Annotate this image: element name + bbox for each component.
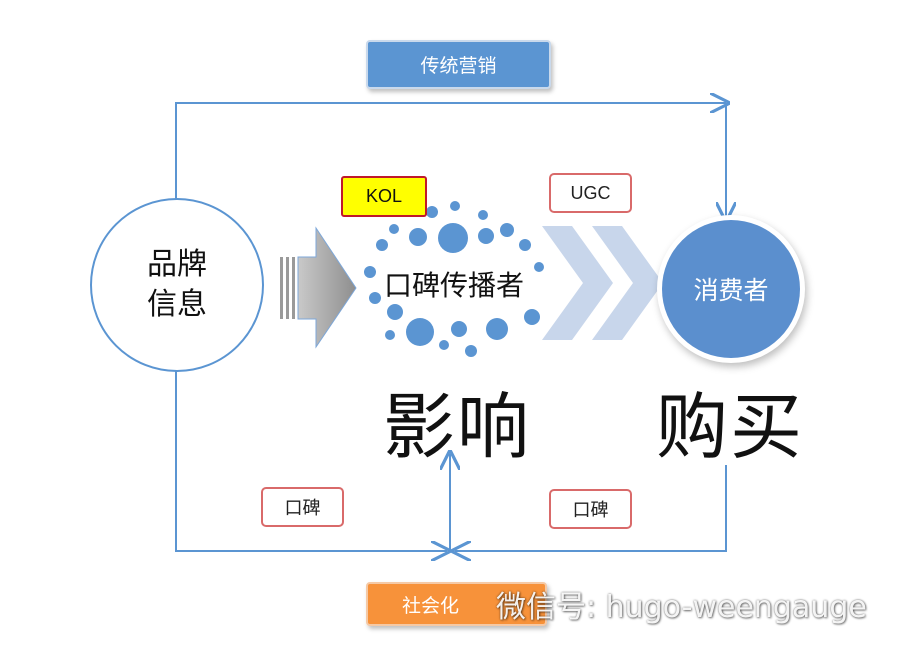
ugc-tag: UGC: [549, 173, 632, 213]
spreader-dots: [364, 201, 544, 357]
word-of-mouth-tag-left: 口碑: [261, 487, 344, 527]
wechat-watermark: 微信号: hugo-weengauge: [496, 590, 867, 625]
kol-tag: KOL: [341, 176, 427, 217]
brand-info-node: 品牌 信息: [90, 198, 264, 372]
word-of-mouth-tag-right: 口碑: [549, 489, 632, 529]
arrow-right-icon: [280, 226, 357, 349]
social-media-box: 社会化: [366, 582, 547, 626]
traditional-marketing-box: 传统营销: [366, 40, 551, 89]
brand-line-1: 品牌: [147, 247, 207, 282]
influence-stage-label: 影响: [383, 385, 532, 469]
brand-line-2: 信息: [147, 287, 207, 322]
chevron-right-icon: [542, 226, 613, 340]
traditional-marketing-line: [175, 103, 726, 208]
bottom-right-line: [455, 465, 727, 551]
chevron-right-icon: [592, 226, 663, 340]
consumer-node: 消费者: [662, 220, 800, 358]
purchase-stage-label: 购买: [656, 385, 805, 469]
bottom-left-line: [175, 370, 447, 551]
word-of-mouth-spreader-label: 口碑传播者: [384, 269, 525, 302]
